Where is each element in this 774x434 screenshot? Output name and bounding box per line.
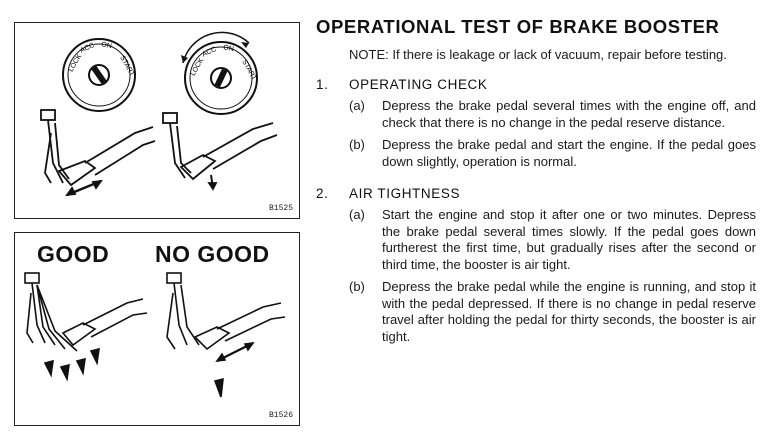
instructions-column: OPERATIONAL TEST OF BRAKE BOOSTER NOTE: … (316, 16, 756, 345)
page-title: OPERATIONAL TEST OF BRAKE BOOSTER (316, 16, 720, 37)
no-good-label: NO GOOD (155, 241, 270, 267)
figure-operating-check: LOCK ACC ON START LOCK ACC ON START (14, 22, 300, 219)
section-number: 1. (316, 77, 329, 92)
ignition-switch-start-icon: LOCK ACC ON START (181, 31, 258, 115)
switch-label-acc-2: ACC (201, 46, 217, 59)
item-text: Depress the brake pedal several times wi… (382, 98, 756, 130)
list-item: (b) Depress the brake pedal while the en… (349, 279, 756, 345)
item-marker: (b) (349, 137, 365, 152)
item-text: Depress the brake pedal while the engine… (382, 279, 756, 344)
figure-number: B1525 (268, 204, 293, 213)
brake-pedal-right-icon (162, 112, 278, 191)
item-marker: (a) (349, 207, 365, 222)
section-number: 2. (316, 186, 329, 201)
item-marker: (b) (349, 279, 365, 294)
figure-operating-check-drawing: LOCK ACC ON START LOCK ACC ON START (40, 31, 278, 197)
figure-number: B1526 (268, 411, 293, 420)
section-operating-check: 1. OPERATING CHECK (316, 77, 756, 92)
switch-label-on-2: ON (223, 44, 235, 53)
brake-pedal-good-icon (24, 272, 148, 382)
switch-label-on: ON (101, 41, 113, 50)
list-item: (a) Start the engine and stop it after o… (349, 207, 756, 273)
brake-pedal-left-icon (40, 109, 156, 197)
item-text: Start the engine and stop it after one o… (382, 207, 756, 272)
figure-air-tightness: GOOD NO GOOD (14, 232, 300, 426)
item-text: Depress the brake pedal and start the en… (382, 137, 756, 169)
good-label: GOOD (37, 241, 110, 267)
item-marker: (a) (349, 98, 365, 113)
section-heading: OPERATING CHECK (349, 77, 488, 92)
section-heading: AIR TIGHTNESS (349, 186, 461, 201)
note-text: NOTE: If there is leakage or lack of vac… (349, 47, 727, 62)
section-air-tightness: 2. AIR TIGHTNESS (316, 186, 756, 201)
brake-pedal-no-good-icon (166, 272, 286, 398)
ignition-switch-off-icon: LOCK ACC ON START (62, 38, 136, 112)
list-item: (b) Depress the brake pedal and start th… (349, 137, 756, 170)
list-item: (a) Depress the brake pedal several time… (349, 98, 756, 131)
figure-air-tightness-drawing (24, 272, 286, 398)
